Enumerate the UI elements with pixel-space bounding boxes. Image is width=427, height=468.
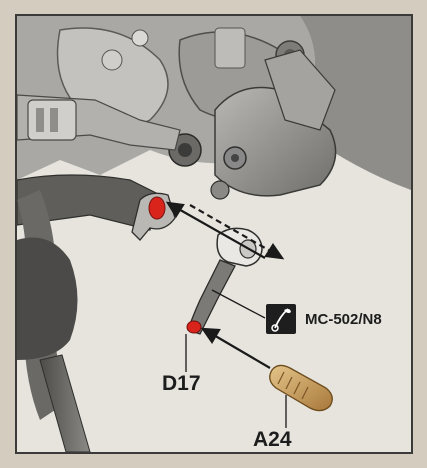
- lever-pivot-hole: [187, 321, 201, 333]
- part-a24-label: A24: [253, 428, 292, 452]
- lubricant-code-label: MC-502/N8: [305, 311, 382, 328]
- highlighted-hole: [149, 197, 165, 219]
- part-d17-label: D17: [162, 372, 201, 396]
- pin-a24: [270, 365, 333, 410]
- insertion-arrow: [203, 329, 270, 368]
- lever-part-d17: [187, 228, 262, 334]
- grease-brush-icon: [266, 304, 296, 334]
